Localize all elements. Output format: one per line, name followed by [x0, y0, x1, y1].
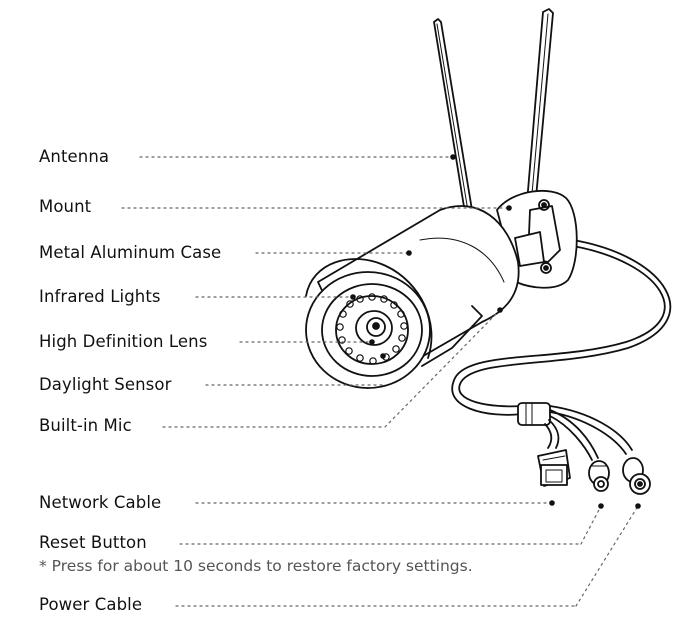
- label-mount: Mount: [39, 197, 92, 216]
- label-metal-case: Metal Aluminum Case: [39, 243, 222, 262]
- label-hd-lens: High Definition Lens: [39, 332, 208, 351]
- label-network-cable: Network Cable: [39, 493, 162, 512]
- cable-connectors: [517, 402, 651, 495]
- label-reset-button: Reset Button: [39, 533, 147, 552]
- leader-lines: [121, 156, 639, 607]
- label-antenna: Antenna: [39, 147, 110, 166]
- reset-note: * Press for about 10 seconds to restore …: [39, 557, 473, 575]
- infrared-leds: [336, 293, 408, 365]
- label-built-in-mic: Built-in Mic: [39, 416, 132, 435]
- label-power-cable: Power Cable: [39, 595, 143, 614]
- label-daylight-sensor: Daylight Sensor: [39, 375, 172, 394]
- lens: [355, 310, 393, 346]
- callout-dots: [350, 154, 641, 509]
- label-infrared-lights: Infrared Lights: [39, 287, 161, 306]
